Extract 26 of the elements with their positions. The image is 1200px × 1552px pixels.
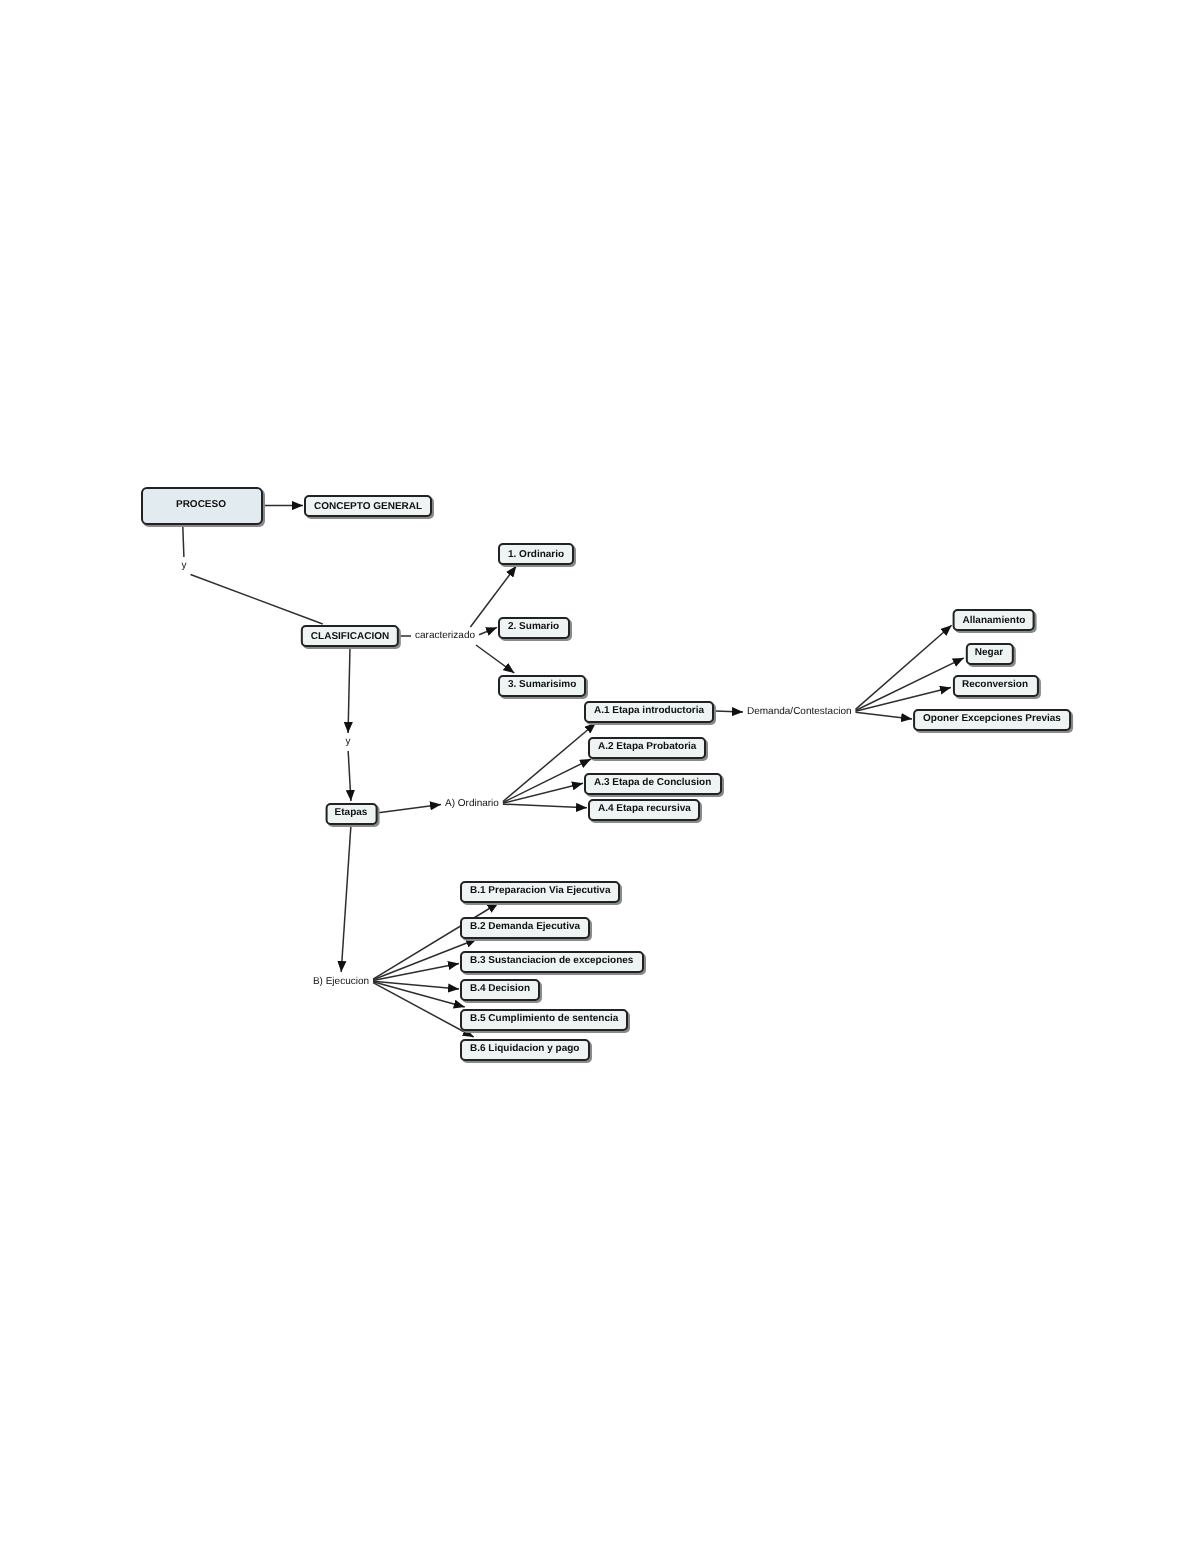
- arrow: [377, 801, 442, 814]
- connector-line: [189, 573, 324, 625]
- arrow: [345, 750, 355, 802]
- arrow: [262, 500, 304, 511]
- arrow: [502, 758, 592, 804]
- arrow: [502, 781, 584, 804]
- arrow: [372, 961, 460, 982]
- arrow: [372, 981, 466, 1009]
- arrow: [372, 938, 478, 981]
- arrow: [502, 722, 597, 803]
- arrow: [714, 707, 744, 717]
- arrow: [469, 565, 518, 628]
- arrow: [343, 647, 353, 734]
- arrow: [372, 902, 500, 980]
- arrow: [854, 711, 913, 723]
- arrow: [372, 980, 460, 993]
- arrow: [372, 981, 475, 1038]
- arrow: [854, 657, 965, 712]
- arrow: [478, 626, 498, 636]
- connector-line: [182, 524, 185, 558]
- arrow: [337, 824, 352, 973]
- arrow: [854, 624, 953, 711]
- arrow: [854, 685, 952, 712]
- connector-line: [399, 635, 412, 637]
- arrow: [502, 802, 588, 812]
- arrow: [475, 644, 516, 674]
